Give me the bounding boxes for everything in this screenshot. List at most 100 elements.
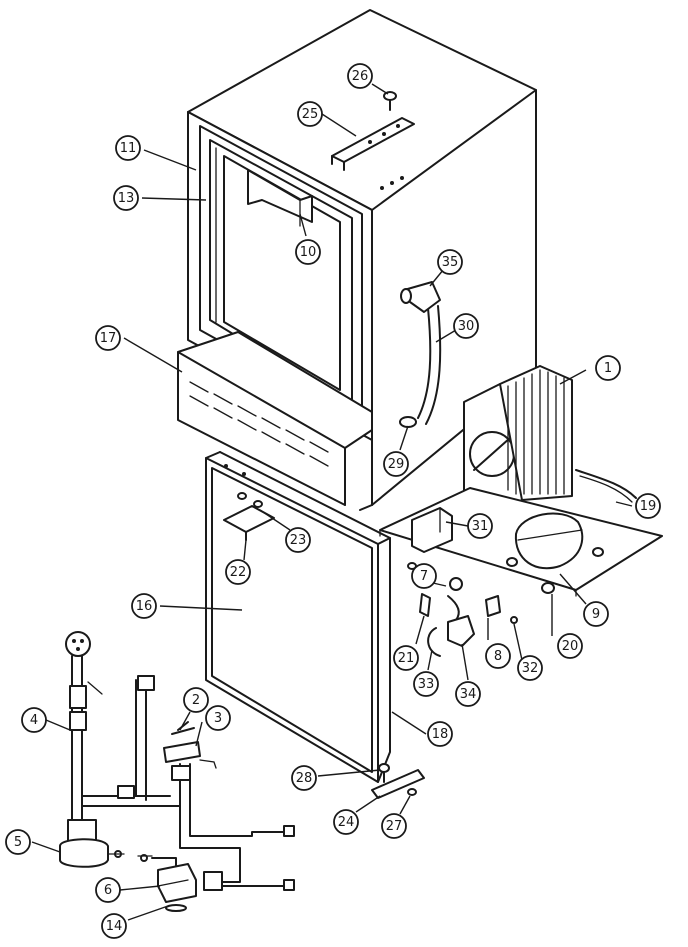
relay-6 <box>157 863 223 912</box>
callout-circle <box>95 877 121 903</box>
thermostat-3 <box>199 759 217 769</box>
callout-1: 1 <box>595 355 621 381</box>
callout-5: 5 <box>5 829 31 855</box>
callout-31: 31 <box>467 513 493 539</box>
callout-number: 6 <box>104 883 112 898</box>
callout-number: 10 <box>300 245 317 260</box>
callout-6: 6 <box>95 877 121 903</box>
callout-number: 2 <box>192 693 200 708</box>
callout-28: 28 <box>291 765 317 791</box>
callout-number: 28 <box>296 771 313 786</box>
callout-circle <box>411 563 437 589</box>
callout-circle <box>297 101 323 127</box>
screw-26 <box>383 91 397 111</box>
callout-circle <box>427 721 453 747</box>
callout-20: 20 <box>557 633 583 659</box>
callout-circle <box>517 655 543 681</box>
callout-24: 24 <box>333 809 359 835</box>
callout-11: 11 <box>115 135 141 161</box>
capillary-19 <box>575 469 637 503</box>
callout-number: 29 <box>388 457 405 472</box>
callout-circle <box>101 913 127 939</box>
callout-circle <box>285 527 311 553</box>
callout-19: 19 <box>635 493 661 519</box>
callout-number: 18 <box>432 727 449 742</box>
callout-number: 9 <box>592 607 600 622</box>
callout-number: 11 <box>120 141 137 156</box>
callout-7: 7 <box>411 563 437 589</box>
condenser <box>463 365 573 519</box>
callout-number: 8 <box>494 649 502 664</box>
callout-circle <box>635 493 661 519</box>
callout-circle <box>333 809 359 835</box>
callout-number: 22 <box>230 565 247 580</box>
callout-21: 21 <box>393 645 419 671</box>
callout-circle <box>225 559 251 585</box>
callout-circle <box>595 355 621 381</box>
callout-circle <box>113 185 139 211</box>
callout-23: 23 <box>285 527 311 553</box>
switch-2 <box>163 721 201 781</box>
water-valve-5 <box>59 819 177 868</box>
callout-circle <box>21 707 47 733</box>
callout-35: 35 <box>437 249 463 275</box>
callout-34: 34 <box>455 681 481 707</box>
drain-tube <box>399 281 442 428</box>
callout-number: 23 <box>290 533 307 548</box>
callout-4: 4 <box>21 707 47 733</box>
lower-hinge-24 <box>371 763 425 799</box>
grille <box>177 331 373 506</box>
callout-circle <box>291 765 317 791</box>
callout-circle <box>347 63 373 89</box>
callout-number: 7 <box>420 569 428 584</box>
door <box>205 451 391 783</box>
callout-number: 16 <box>136 599 153 614</box>
callout-number: 4 <box>30 713 38 728</box>
callout-circle <box>295 239 321 265</box>
callout-group: 1 2 34 5 6 7 8 9 10 11 13 14 16 17 18 19 20 21 22 23 24 25 26 2… <box>5 63 661 939</box>
callout-number: 1 <box>604 361 612 376</box>
callout-25: 25 <box>297 101 323 127</box>
callout-number: 27 <box>386 819 403 834</box>
callout-circle <box>205 705 231 731</box>
callout-number: 17 <box>100 331 117 346</box>
callout-26: 26 <box>347 63 373 89</box>
small-parts <box>407 562 518 657</box>
hinge-22-23 <box>223 492 275 541</box>
callout-27: 27 <box>381 813 407 839</box>
callout-number: 24 <box>338 815 355 830</box>
callout-number: 5 <box>14 835 22 850</box>
callout-number: 33 <box>418 677 435 692</box>
callout-number: 21 <box>398 651 415 666</box>
callout-circle <box>381 813 407 839</box>
callout-10: 10 <box>295 239 321 265</box>
callout-circle <box>557 633 583 659</box>
callout-16: 16 <box>131 593 157 619</box>
relay-bracket-31 <box>411 507 453 553</box>
callout-circle <box>485 643 511 669</box>
callout-circle <box>131 593 157 619</box>
callout-circle <box>583 601 609 627</box>
callout-9: 9 <box>583 601 609 627</box>
callout-33: 33 <box>413 671 439 697</box>
callout-number: 14 <box>106 919 123 934</box>
callout-circle <box>115 135 141 161</box>
top-bracket <box>331 117 415 171</box>
callout-22: 22 <box>225 559 251 585</box>
callout-14: 14 <box>101 913 127 939</box>
compressor <box>506 512 604 594</box>
callout-17: 17 <box>95 325 121 351</box>
callout-number: 32 <box>522 661 539 676</box>
callout-circle <box>437 249 463 275</box>
callout-circle <box>393 645 419 671</box>
callout-30: 30 <box>453 313 479 339</box>
wiring-harness <box>65 631 295 891</box>
callout-number: 26 <box>352 69 369 84</box>
callout-number: 25 <box>302 107 319 122</box>
callout-circle <box>455 681 481 707</box>
callout-circle <box>5 829 31 855</box>
callout-number: 13 <box>118 191 135 206</box>
callout-number: 20 <box>562 639 579 654</box>
